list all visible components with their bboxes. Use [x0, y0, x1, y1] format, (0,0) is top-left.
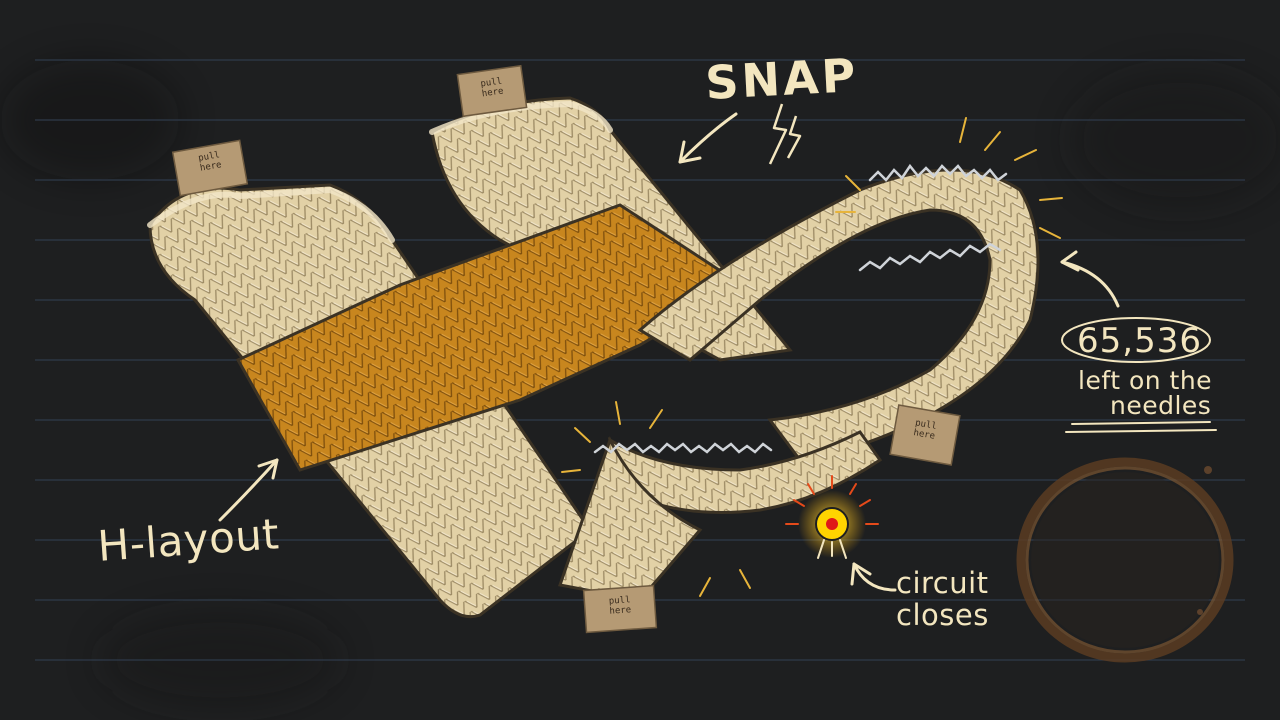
count-decorations — [1061, 317, 1217, 433]
tape-tabs — [171, 64, 961, 634]
stitch-count: 65,536 — [1077, 321, 1202, 361]
chalk-arrows — [218, 112, 1120, 592]
arrow-to-led — [852, 562, 897, 592]
snap-label: SNAP — [704, 47, 860, 110]
spark-strokes — [561, 117, 1063, 597]
circuit-caption-line-2: closes — [896, 598, 989, 632]
paper-smudges — [0, 60, 1280, 710]
led-icon — [785, 475, 879, 559]
tinsel-edges — [593, 163, 1008, 454]
count-caption-line-2: needles — [1110, 391, 1212, 420]
tape-label-bottom: pull here — [608, 595, 632, 617]
lightning-icon — [768, 103, 802, 165]
circuit-caption-line-1: circuit — [896, 566, 989, 600]
arrow-to-left-column — [218, 458, 279, 522]
arrow-to-right-column — [678, 112, 738, 164]
coffee-ring-stain — [1016, 457, 1234, 663]
count-caption-line-1: left on the — [1078, 366, 1213, 395]
